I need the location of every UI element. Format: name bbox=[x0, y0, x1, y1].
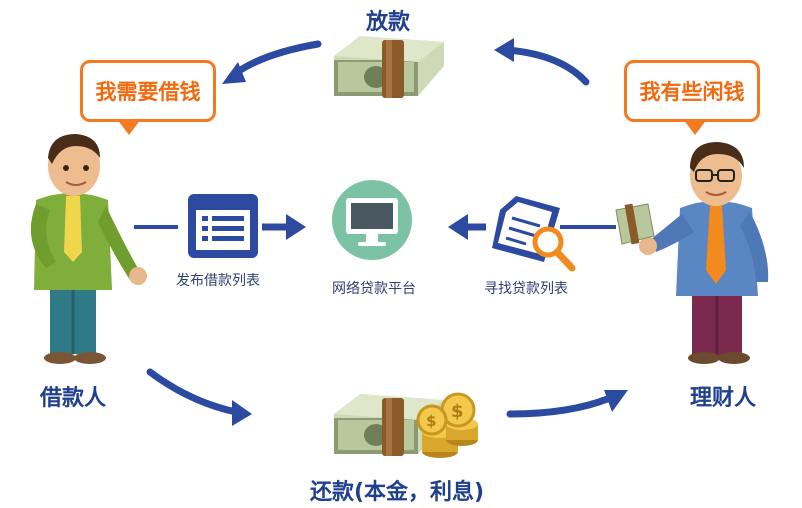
list-document-icon bbox=[188, 194, 258, 258]
arrowhead-bottom-right bbox=[604, 390, 628, 412]
arrow-bottom-right bbox=[506, 394, 614, 418]
platform-label: 网络贷款平台 bbox=[332, 281, 416, 297]
investor-figure bbox=[615, 142, 769, 364]
borrower-figure bbox=[30, 134, 147, 364]
find-list-label: 寻找贷款列表 bbox=[484, 281, 568, 297]
gold-coins-icon: $ $ bbox=[416, 392, 478, 458]
arrowhead-to-platform bbox=[286, 214, 306, 240]
arrowhead-bottom-left bbox=[232, 400, 252, 426]
cash-in-hand-icon bbox=[615, 203, 655, 245]
svg-text:$: $ bbox=[426, 412, 436, 430]
monitor-icon bbox=[332, 180, 412, 260]
investor-speech-bubble: 我有些闲钱 bbox=[624, 60, 760, 135]
borrower-speech-bubble: 我需要借钱 bbox=[80, 60, 216, 135]
cash-stack-bottom-icon bbox=[334, 394, 444, 456]
arrow-top-right bbox=[502, 46, 590, 86]
investor-bubble-text: 我有些闲钱 bbox=[639, 80, 745, 104]
borrower-label: 借款人 bbox=[40, 386, 107, 411]
arrowhead-top-right bbox=[494, 38, 514, 62]
borrower-bubble-text: 我需要借钱 bbox=[95, 80, 201, 104]
arrow-top-left bbox=[228, 40, 322, 80]
arrowhead-from-find bbox=[448, 214, 468, 240]
search-document-icon bbox=[492, 196, 576, 272]
investor-label: 理财人 bbox=[690, 386, 757, 411]
publish-list-label: 发布借款列表 bbox=[176, 273, 260, 289]
arrowhead-top-left bbox=[222, 62, 246, 84]
bottom-money-label: 还款(本金，利息) bbox=[310, 480, 485, 505]
cash-stack-icon bbox=[334, 36, 444, 98]
svg-text:$: $ bbox=[451, 401, 464, 422]
arrow-bottom-left bbox=[146, 368, 240, 416]
top-money-label: 放款 bbox=[366, 10, 411, 35]
